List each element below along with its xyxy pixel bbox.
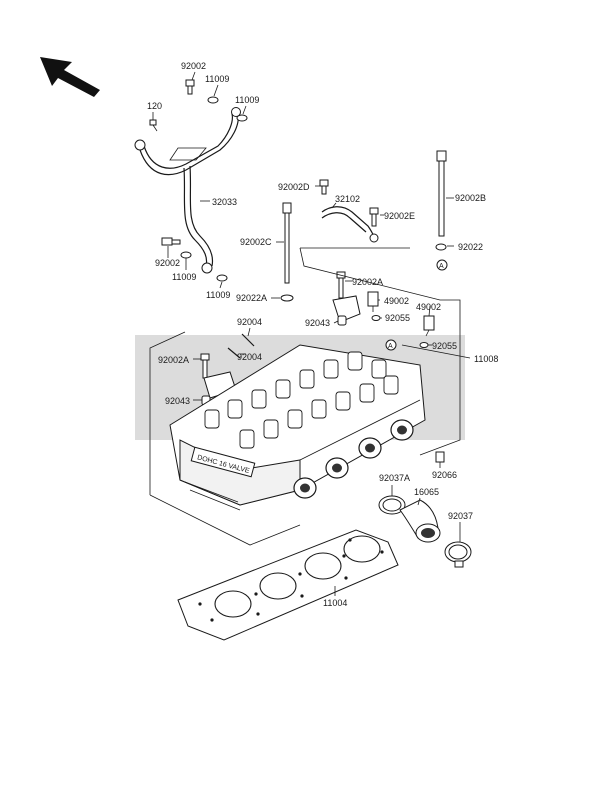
stud-bolt-92002B xyxy=(436,150,447,237)
leader-lines xyxy=(152,71,471,596)
bolt-92002-b xyxy=(161,237,181,246)
plug-92066 xyxy=(435,451,445,463)
cam-cap-right xyxy=(332,295,361,323)
label-A-right: A xyxy=(439,263,444,270)
sensor-49002-b xyxy=(423,315,435,337)
label-92002A-top: 92002A xyxy=(352,277,383,287)
ref-circle-A-right xyxy=(436,259,448,271)
label-92002E: 92002E xyxy=(384,211,415,221)
cylinder-head-11008: DOHC 16 VALVE xyxy=(169,344,426,511)
washer-11009-b xyxy=(236,114,248,122)
washer-92022 xyxy=(435,243,447,251)
breather-pipe-assembly xyxy=(134,107,241,274)
label-92055-a: 92055 xyxy=(385,313,410,323)
washer-92022A xyxy=(280,294,294,302)
label-11004: 11004 xyxy=(323,598,347,608)
label-16065: 16065 xyxy=(414,487,439,497)
label-11009-d: 11009 xyxy=(206,290,230,300)
label-92002B: 92002B xyxy=(455,193,486,203)
label-92043-b: 92043 xyxy=(165,396,190,406)
label-92037A: 92037A xyxy=(379,473,410,483)
label-92066: 92066 xyxy=(432,470,457,480)
pin-92004-b xyxy=(227,347,241,359)
oring-92055-a xyxy=(371,315,381,321)
direction-arrow-icon xyxy=(40,57,100,97)
oil-pipe-32102 xyxy=(321,206,379,243)
label-49002-a: 49002 xyxy=(384,296,409,306)
dowel-92043-a xyxy=(337,315,347,326)
label-A-head: A xyxy=(388,343,393,350)
label-49002-b: 49002 xyxy=(416,302,441,312)
label-92004-b: 92004 xyxy=(237,352,262,362)
sensor-49002-a xyxy=(367,291,379,312)
label-32033: 32033 xyxy=(212,197,237,207)
washer-11009-c xyxy=(180,251,192,259)
label-11009-c: 11009 xyxy=(172,272,196,282)
intake-holder-16065 xyxy=(399,499,441,543)
label-11008: 11008 xyxy=(474,354,498,364)
clamp-92037 xyxy=(444,541,472,568)
label-92037: 92037 xyxy=(448,511,473,521)
screw-120 xyxy=(149,119,158,132)
stud-bolt-92002C xyxy=(282,202,292,284)
part-labels: 92002 11009 11009 120 32033 92002 11009 … xyxy=(147,61,498,608)
label-11009-b: 11009 xyxy=(235,95,259,105)
washer-11009-a xyxy=(207,96,219,104)
label-120: 120 xyxy=(147,101,162,111)
pin-92004-a xyxy=(241,333,255,347)
label-92002D: 92002D xyxy=(278,182,310,192)
bolt-92002-top xyxy=(185,79,195,95)
label-92002A-left: 92002A xyxy=(158,355,189,365)
label-92002-b: 92002 xyxy=(155,258,180,268)
label-11009-a: 11009 xyxy=(205,74,229,84)
bolt-92002D xyxy=(319,179,329,195)
label-92022: 92022 xyxy=(458,242,483,252)
label-92043-a: 92043 xyxy=(305,318,330,328)
label-92002-top: 92002 xyxy=(181,61,206,71)
washer-11009-d xyxy=(216,274,228,282)
label-92002C: 92002C xyxy=(240,237,272,247)
bolt-92002E xyxy=(369,207,379,227)
label-92004-a: 92004 xyxy=(237,317,262,327)
assembly-boundary-lines xyxy=(149,247,461,546)
label-92022A: 92022A xyxy=(236,293,267,303)
oring-92055-b xyxy=(419,342,429,348)
head-gasket-11004 xyxy=(177,529,399,641)
ref-circle-A-head xyxy=(385,339,397,351)
label-32102: 32102 xyxy=(335,194,360,204)
label-92055-b: 92055 xyxy=(432,341,457,351)
